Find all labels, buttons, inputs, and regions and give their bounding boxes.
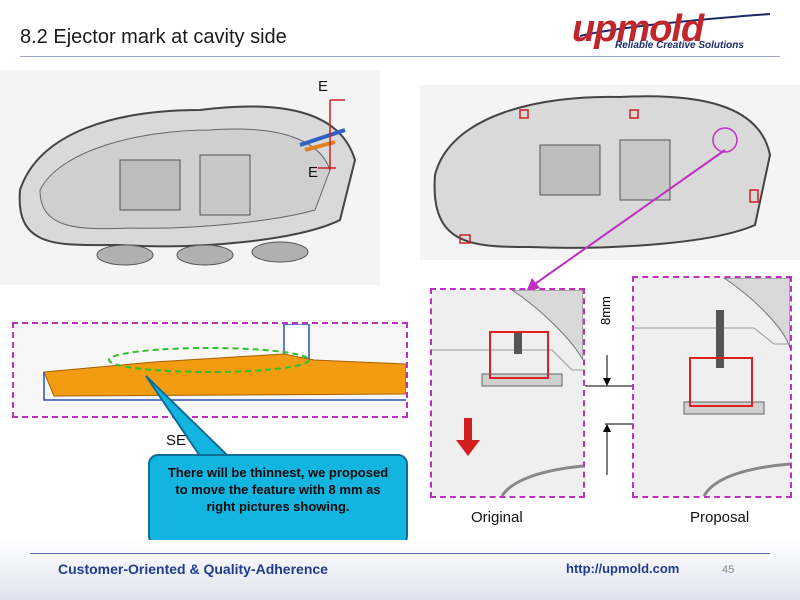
callout-note: There will be thinnest, we proposed to m… xyxy=(148,454,408,546)
logo-wordmark: upmold xyxy=(572,8,704,50)
section-view-image xyxy=(14,324,406,416)
logo-tagline: Reliable Creative Solutions xyxy=(615,40,744,51)
upmold-logo-icon xyxy=(579,13,771,37)
title-divider xyxy=(20,56,780,57)
original-detail-frame xyxy=(430,288,585,498)
section-marker-upper: E xyxy=(318,78,329,95)
proposal-detail-frame xyxy=(632,276,792,498)
part-overview-left-image xyxy=(0,70,380,285)
page-number: 45 xyxy=(722,564,735,576)
section-view-frame xyxy=(12,322,408,418)
caption-proposal: Proposal xyxy=(690,509,750,526)
footer-slogan: Customer-Oriented & Quality-Adherence xyxy=(58,561,328,577)
footer-url-link[interactable]: http://upmold.com xyxy=(566,561,680,576)
section-label: SE xyxy=(166,432,187,449)
page-title: 8.2 Ejector mark at cavity side xyxy=(20,26,287,48)
section-marker-lower: E xyxy=(308,164,319,181)
dimension-label: 8mm xyxy=(598,296,613,325)
leader-arrow-icon xyxy=(526,149,726,292)
footer-divider xyxy=(30,553,770,554)
dimension-arrows-icon xyxy=(585,355,635,475)
proposal-detail-image xyxy=(634,278,790,496)
caption-original: Original xyxy=(471,509,523,526)
original-detail-image xyxy=(432,290,583,496)
footer-band xyxy=(0,540,800,600)
